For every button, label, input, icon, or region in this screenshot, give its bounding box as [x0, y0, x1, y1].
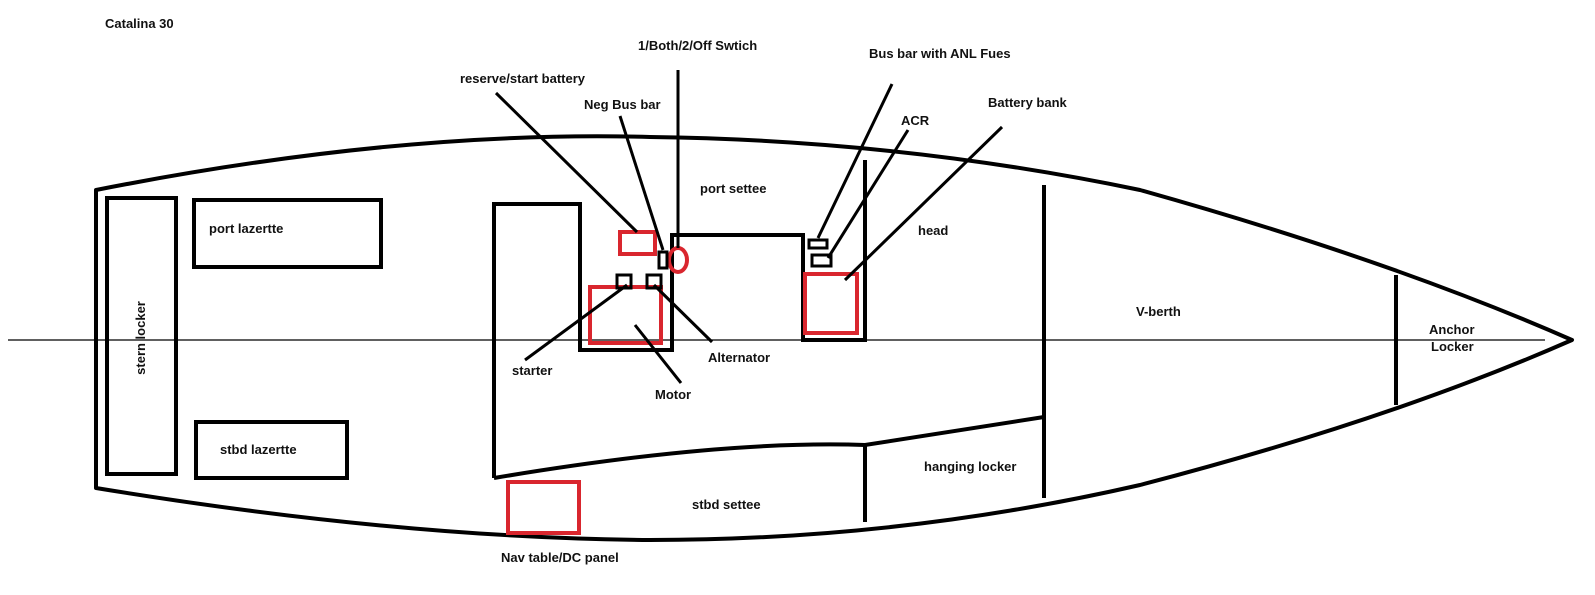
stbd-settee-edge — [493, 415, 1045, 480]
leader-acr — [826, 129, 910, 259]
label-stbd-settee: stbd settee — [692, 497, 761, 512]
label-alternator: Alternator — [708, 350, 770, 365]
leader-reserve-battery — [494, 91, 639, 234]
label-starter: starter — [512, 363, 552, 378]
nav-table-dc-panel — [506, 480, 581, 535]
diagram-title: Catalina 30 — [105, 16, 174, 31]
neg-bus-bar — [657, 250, 669, 270]
label-port-settee: port settee — [700, 181, 766, 196]
label-anchor-1: Anchor — [1429, 322, 1475, 337]
label-neg-busbar: Neg Bus bar — [584, 97, 661, 112]
alternator — [645, 273, 663, 290]
port-lazarette — [192, 198, 383, 269]
label-v-berth: V-berth — [1136, 304, 1181, 319]
stbd-lazarette — [194, 420, 349, 480]
label-switch: 1/Both/2/Off Swtich — [638, 38, 757, 53]
label-port-lazertte: port lazertte — [209, 221, 283, 236]
leader-battery-bank — [843, 125, 1004, 282]
leader-motor — [633, 324, 683, 384]
label-hanging-locker: hanging locker — [924, 459, 1016, 474]
leader-alternator — [652, 283, 714, 344]
leader-anl — [816, 83, 894, 239]
battery-bank — [803, 272, 859, 335]
label-nav-table: Nav table/DC panel — [501, 550, 619, 565]
leader-neg-busbar — [618, 115, 665, 251]
anl-bus-bar — [807, 238, 829, 250]
stern-locker — [105, 196, 178, 476]
label-stbd-lazertte: stbd lazertte — [220, 442, 297, 457]
motor — [588, 285, 663, 345]
label-head: head — [918, 223, 948, 238]
leader-starter — [524, 283, 628, 362]
label-anchor-2: Locker — [1431, 339, 1474, 354]
acr — [810, 253, 833, 268]
label-reserve-battery: reserve/start battery — [460, 71, 586, 86]
hull-outline — [94, 134, 1574, 542]
label-anl-busbar: Bus bar with ANL Fues — [869, 46, 1011, 61]
label-stern-locker: stern locker — [133, 301, 148, 375]
label-battery-bank: Battery bank — [988, 95, 1068, 110]
cabin-aft-wall — [492, 160, 867, 478]
label-motor: Motor — [655, 387, 691, 402]
reserve-start-battery — [618, 230, 657, 256]
label-acr: ACR — [901, 113, 930, 128]
